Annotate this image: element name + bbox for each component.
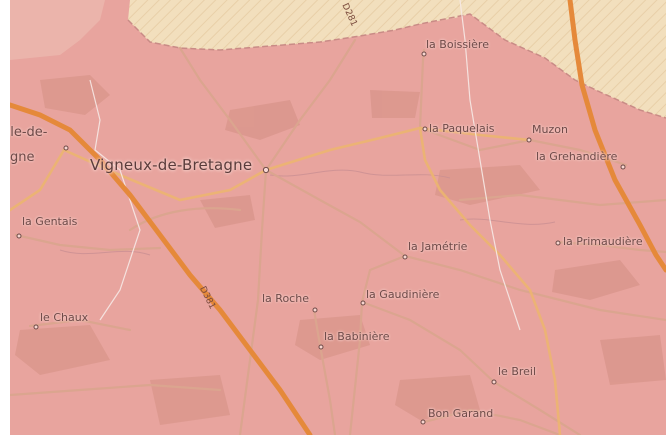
place-label-muzon[interactable]: Muzon xyxy=(532,123,568,136)
place-label-primaudiere[interactable]: la Primaudière xyxy=(563,235,643,248)
major-roads xyxy=(10,0,666,435)
outside-area-top xyxy=(128,0,666,118)
place-label-partial-left: agne xyxy=(10,150,35,165)
minor-roads xyxy=(10,38,666,435)
secondary-roads xyxy=(10,126,562,435)
locality-dots xyxy=(16,51,626,425)
place-label-bon-garand[interactable]: Bon Garand xyxy=(428,407,494,420)
place-label-babiniere[interactable]: la Babinière xyxy=(324,330,390,343)
place-label-gaudiniere[interactable]: la Gaudinière xyxy=(366,288,440,301)
commune-boundary xyxy=(127,13,666,119)
white-lanes xyxy=(89,0,521,331)
place-label-partial-top-left: ple-de- xyxy=(10,125,48,140)
place-label-jametrie[interactable]: la Jamétrie xyxy=(408,240,468,253)
place-label-roche[interactable]: la Roche xyxy=(262,292,309,305)
woodland-patches xyxy=(15,75,666,425)
place-label-boissiere[interactable]: la Boissière xyxy=(426,38,489,51)
place-label-gentais[interactable]: la Gentais xyxy=(22,215,78,228)
place-label-breil[interactable]: le Breil xyxy=(498,365,537,378)
map-view[interactable]: D281 D381 Vigneux-de-Bretagne ple-de- ag… xyxy=(10,0,666,435)
map-canvas[interactable] xyxy=(10,0,666,435)
place-label-paquelais[interactable]: la Paquelais xyxy=(429,122,495,135)
outside-area-top-left xyxy=(10,0,105,60)
town-label-vigneux[interactable]: Vigneux-de-Bretagne xyxy=(90,156,253,174)
place-label-grehandiere[interactable]: la Grehandière xyxy=(536,150,618,163)
place-label-chaux[interactable]: le Chaux xyxy=(40,311,89,324)
streams xyxy=(59,169,556,256)
